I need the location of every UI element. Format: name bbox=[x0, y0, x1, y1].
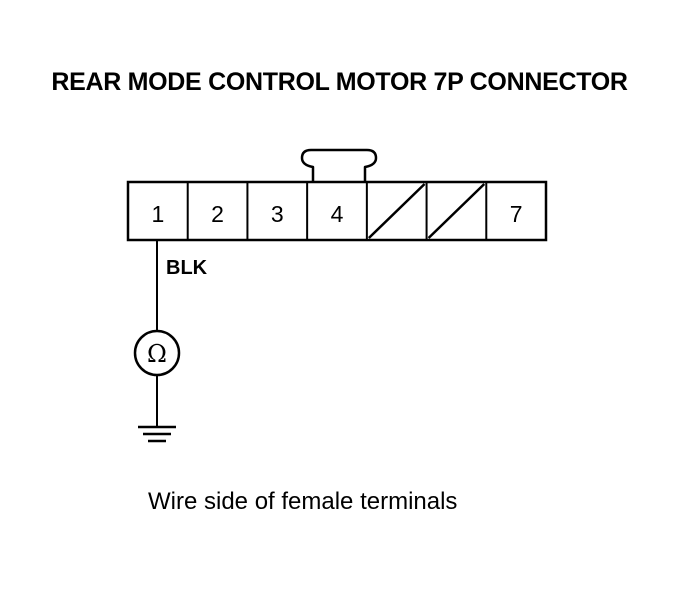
diagram-title: REAR MODE CONTROL MOTOR 7P CONNECTOR bbox=[51, 68, 628, 96]
cavity-blank bbox=[365, 182, 426, 240]
unused-cavity-mark bbox=[367, 183, 426, 239]
cavity-blank bbox=[425, 182, 486, 240]
pin-label: 1 bbox=[151, 201, 164, 227]
ohmmeter-icon: Ω bbox=[133, 329, 181, 377]
diagram-caption: Wire side of female terminals bbox=[148, 488, 458, 515]
pin-label: 7 bbox=[510, 201, 523, 227]
wire-color-label: BLK bbox=[166, 257, 208, 279]
cavity-3: 3 bbox=[246, 182, 284, 240]
ohm-symbol: Ω bbox=[147, 340, 167, 368]
pin-label: 4 bbox=[331, 201, 344, 227]
unused-cavity-mark bbox=[427, 183, 486, 239]
connector-latch bbox=[300, 148, 378, 182]
cavity-7: 7 bbox=[485, 182, 523, 240]
ground-icon bbox=[138, 425, 176, 443]
pin-label: 3 bbox=[271, 201, 284, 227]
pin-label: 2 bbox=[211, 201, 224, 227]
connector-cavities: 1 2 3 4 7 bbox=[151, 182, 523, 240]
cavity-4: 4 bbox=[306, 182, 344, 240]
cavity-1: 1 bbox=[151, 201, 164, 227]
cavity-2: 2 bbox=[186, 182, 224, 240]
